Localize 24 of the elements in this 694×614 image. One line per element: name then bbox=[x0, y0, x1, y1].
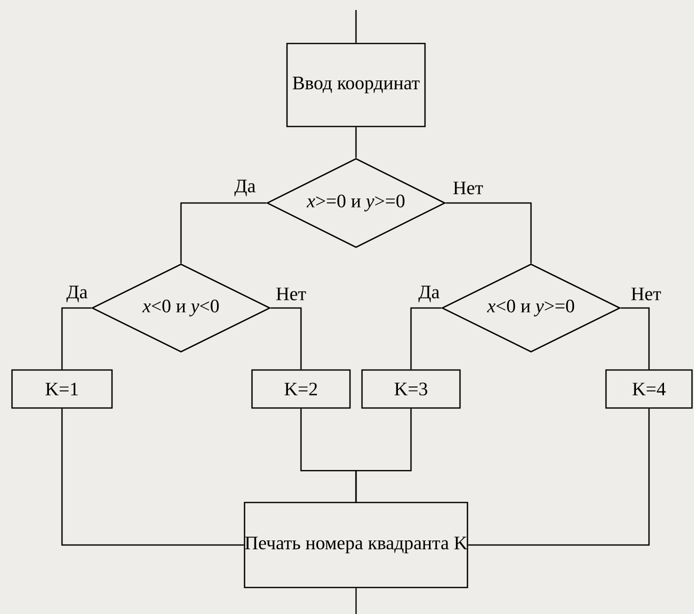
edge-label: Нет bbox=[630, 286, 662, 302]
connector-line bbox=[410, 307, 442, 370]
connector-line bbox=[355, 408, 412, 502]
connector-line bbox=[355, 588, 357, 614]
process-box: K=2 bbox=[251, 369, 351, 409]
connector-line bbox=[446, 202, 532, 264]
connector-line bbox=[468, 408, 650, 546]
connector-line bbox=[61, 307, 92, 370]
edge-label: Нет bbox=[452, 180, 484, 196]
connector-line bbox=[270, 307, 302, 370]
process-box: K=3 bbox=[361, 369, 461, 409]
edge-label: Да bbox=[233, 178, 257, 198]
edge-label: Да bbox=[65, 284, 89, 304]
process-box: K=4 bbox=[605, 369, 693, 409]
connector-line bbox=[620, 307, 650, 370]
edge-label: Да bbox=[417, 284, 441, 304]
connector-line bbox=[355, 127, 357, 158]
edge-label: Нет bbox=[274, 286, 308, 302]
connector-line bbox=[355, 10, 357, 43]
connector-line bbox=[61, 408, 244, 546]
connector-line bbox=[180, 202, 266, 264]
process-box: Печать номера квадранта K bbox=[244, 502, 468, 588]
process-box: K=1 bbox=[11, 369, 113, 409]
process-box: Ввод координат bbox=[286, 42, 426, 128]
